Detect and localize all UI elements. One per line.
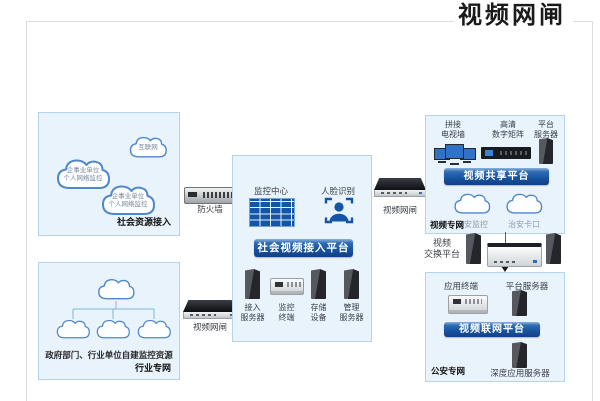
exchange-platform-label: 视频 交换平台 bbox=[423, 238, 460, 259]
access-server-icon bbox=[245, 269, 260, 299]
video-wall-icon bbox=[249, 198, 295, 227]
industry-cloud-2 bbox=[93, 316, 133, 342]
frame-left-line bbox=[26, 21, 27, 401]
industry-cloud-3 bbox=[134, 316, 174, 342]
frame-right-line bbox=[592, 21, 593, 401]
police-box-label: 公安专网 bbox=[431, 366, 466, 376]
deep-app-server-label: 深度应用服务器 bbox=[490, 368, 550, 378]
box-central-platform: 监控中心 人脸识别 社会视频接入平台 接入 服务器 监控 终端 存储 设备 管理… bbox=[232, 155, 372, 342]
video-network-banner: 视频联网平台 bbox=[444, 322, 540, 337]
face-recognition-icon bbox=[324, 196, 354, 225]
exchange-tower-right-icon bbox=[546, 233, 561, 264]
app-terminal-label: 应用终端 bbox=[443, 281, 478, 291]
video-gate-left-icon bbox=[183, 300, 237, 319]
platform-server-label-top: 平台 服务器 bbox=[534, 120, 558, 139]
monitor-center-label: 监控中心 bbox=[253, 186, 288, 196]
security-checkpoint-cloud-label: 治安卡口 bbox=[508, 220, 540, 229]
platform-server-icon-top bbox=[539, 138, 553, 164]
access-server-label: 接入 服务器 bbox=[240, 303, 265, 322]
exchange-tower-left-icon bbox=[466, 233, 481, 264]
platform-server-icon bbox=[512, 290, 527, 316]
industry-box-label: 行业专网 bbox=[134, 363, 171, 373]
video-gate-right-icon bbox=[374, 178, 426, 197]
social-box-label: 社会资源接入 bbox=[116, 217, 171, 227]
video-private-box-label: 视频专网 bbox=[430, 220, 465, 230]
storage-device-label: 存储 设备 bbox=[310, 303, 327, 322]
enterprise-cloud-1: 企事业单位 个人网络监控 bbox=[51, 153, 115, 195]
monitor-terminal-label: 监控 终端 bbox=[278, 303, 295, 322]
security-checkpoint-cloud bbox=[502, 190, 546, 217]
face-recognition-label: 人脸识别 bbox=[320, 186, 355, 196]
platform-server-label: 平台服务器 bbox=[505, 281, 549, 291]
industry-cloud-1 bbox=[53, 316, 93, 342]
app-terminal-icon bbox=[448, 295, 488, 314]
central-banner: 社会视频接入平台 bbox=[254, 239, 353, 257]
exchange-switch-icon bbox=[487, 243, 542, 267]
frame-top-line-right bbox=[573, 21, 592, 22]
enterprise-cloud-2-label: 企事业单位 个人网络监控 bbox=[108, 193, 148, 209]
tv-wall-label: 拼接 电视墙 bbox=[441, 120, 465, 139]
video-gate-right-label: 视频网闸 bbox=[382, 205, 417, 215]
enterprise-cloud-1-label: 企事业单位 个人网络监控 bbox=[63, 167, 103, 183]
box-industry-network: 政府部门、行业单位自建监控资源 行业专网 bbox=[38, 262, 180, 380]
exchange-arrow-down bbox=[501, 266, 509, 276]
industry-cloud-top bbox=[94, 275, 138, 303]
box-police-network: 应用终端 平台服务器 视频联网平台 深度应用服务器 公安专网 bbox=[425, 272, 565, 382]
cloud-tree-connectors bbox=[72, 301, 155, 319]
page-title: 视频网闸 bbox=[458, 2, 566, 29]
internet-cloud-label: 互联网 bbox=[138, 143, 158, 151]
enterprise-cloud-2: 企事业单位 个人网络监控 bbox=[96, 179, 160, 221]
industry-caption: 政府部门、行业单位自建监控资源 bbox=[45, 350, 173, 360]
exchange-connector-top bbox=[505, 232, 506, 244]
management-server-label: 管理 服务器 bbox=[339, 303, 364, 322]
firewall-label: 防火墙 bbox=[197, 204, 223, 214]
deep-app-server-icon bbox=[512, 342, 527, 368]
tv-wall-icon bbox=[434, 142, 476, 165]
management-server-icon bbox=[344, 269, 359, 299]
monitor-terminal-icon bbox=[270, 278, 304, 295]
video-share-banner: 视频共享平台 bbox=[444, 168, 549, 185]
box-video-private-network: 拼接 电视墙 高清 数字矩阵 平台 服务器 视频共享平台 治安监控 治安卡口 视… bbox=[425, 115, 565, 234]
hd-matrix-label: 高清 数字矩阵 bbox=[492, 120, 524, 139]
security-monitor-cloud-label: 治安监控 bbox=[456, 220, 488, 229]
hd-matrix-icon bbox=[481, 147, 531, 159]
storage-device-icon bbox=[311, 269, 326, 299]
frame-top-line-left bbox=[26, 21, 454, 22]
firewall-device-icon bbox=[184, 187, 238, 204]
box-social-access: 互联网 企事业单位 个人网络监控 企事业单位 个人网络监控 社会资源接入 bbox=[38, 112, 180, 236]
video-gate-left-label: 视频网闸 bbox=[192, 322, 227, 332]
internet-cloud-icon: 互联网 bbox=[125, 133, 171, 161]
security-monitor-cloud bbox=[450, 190, 494, 217]
